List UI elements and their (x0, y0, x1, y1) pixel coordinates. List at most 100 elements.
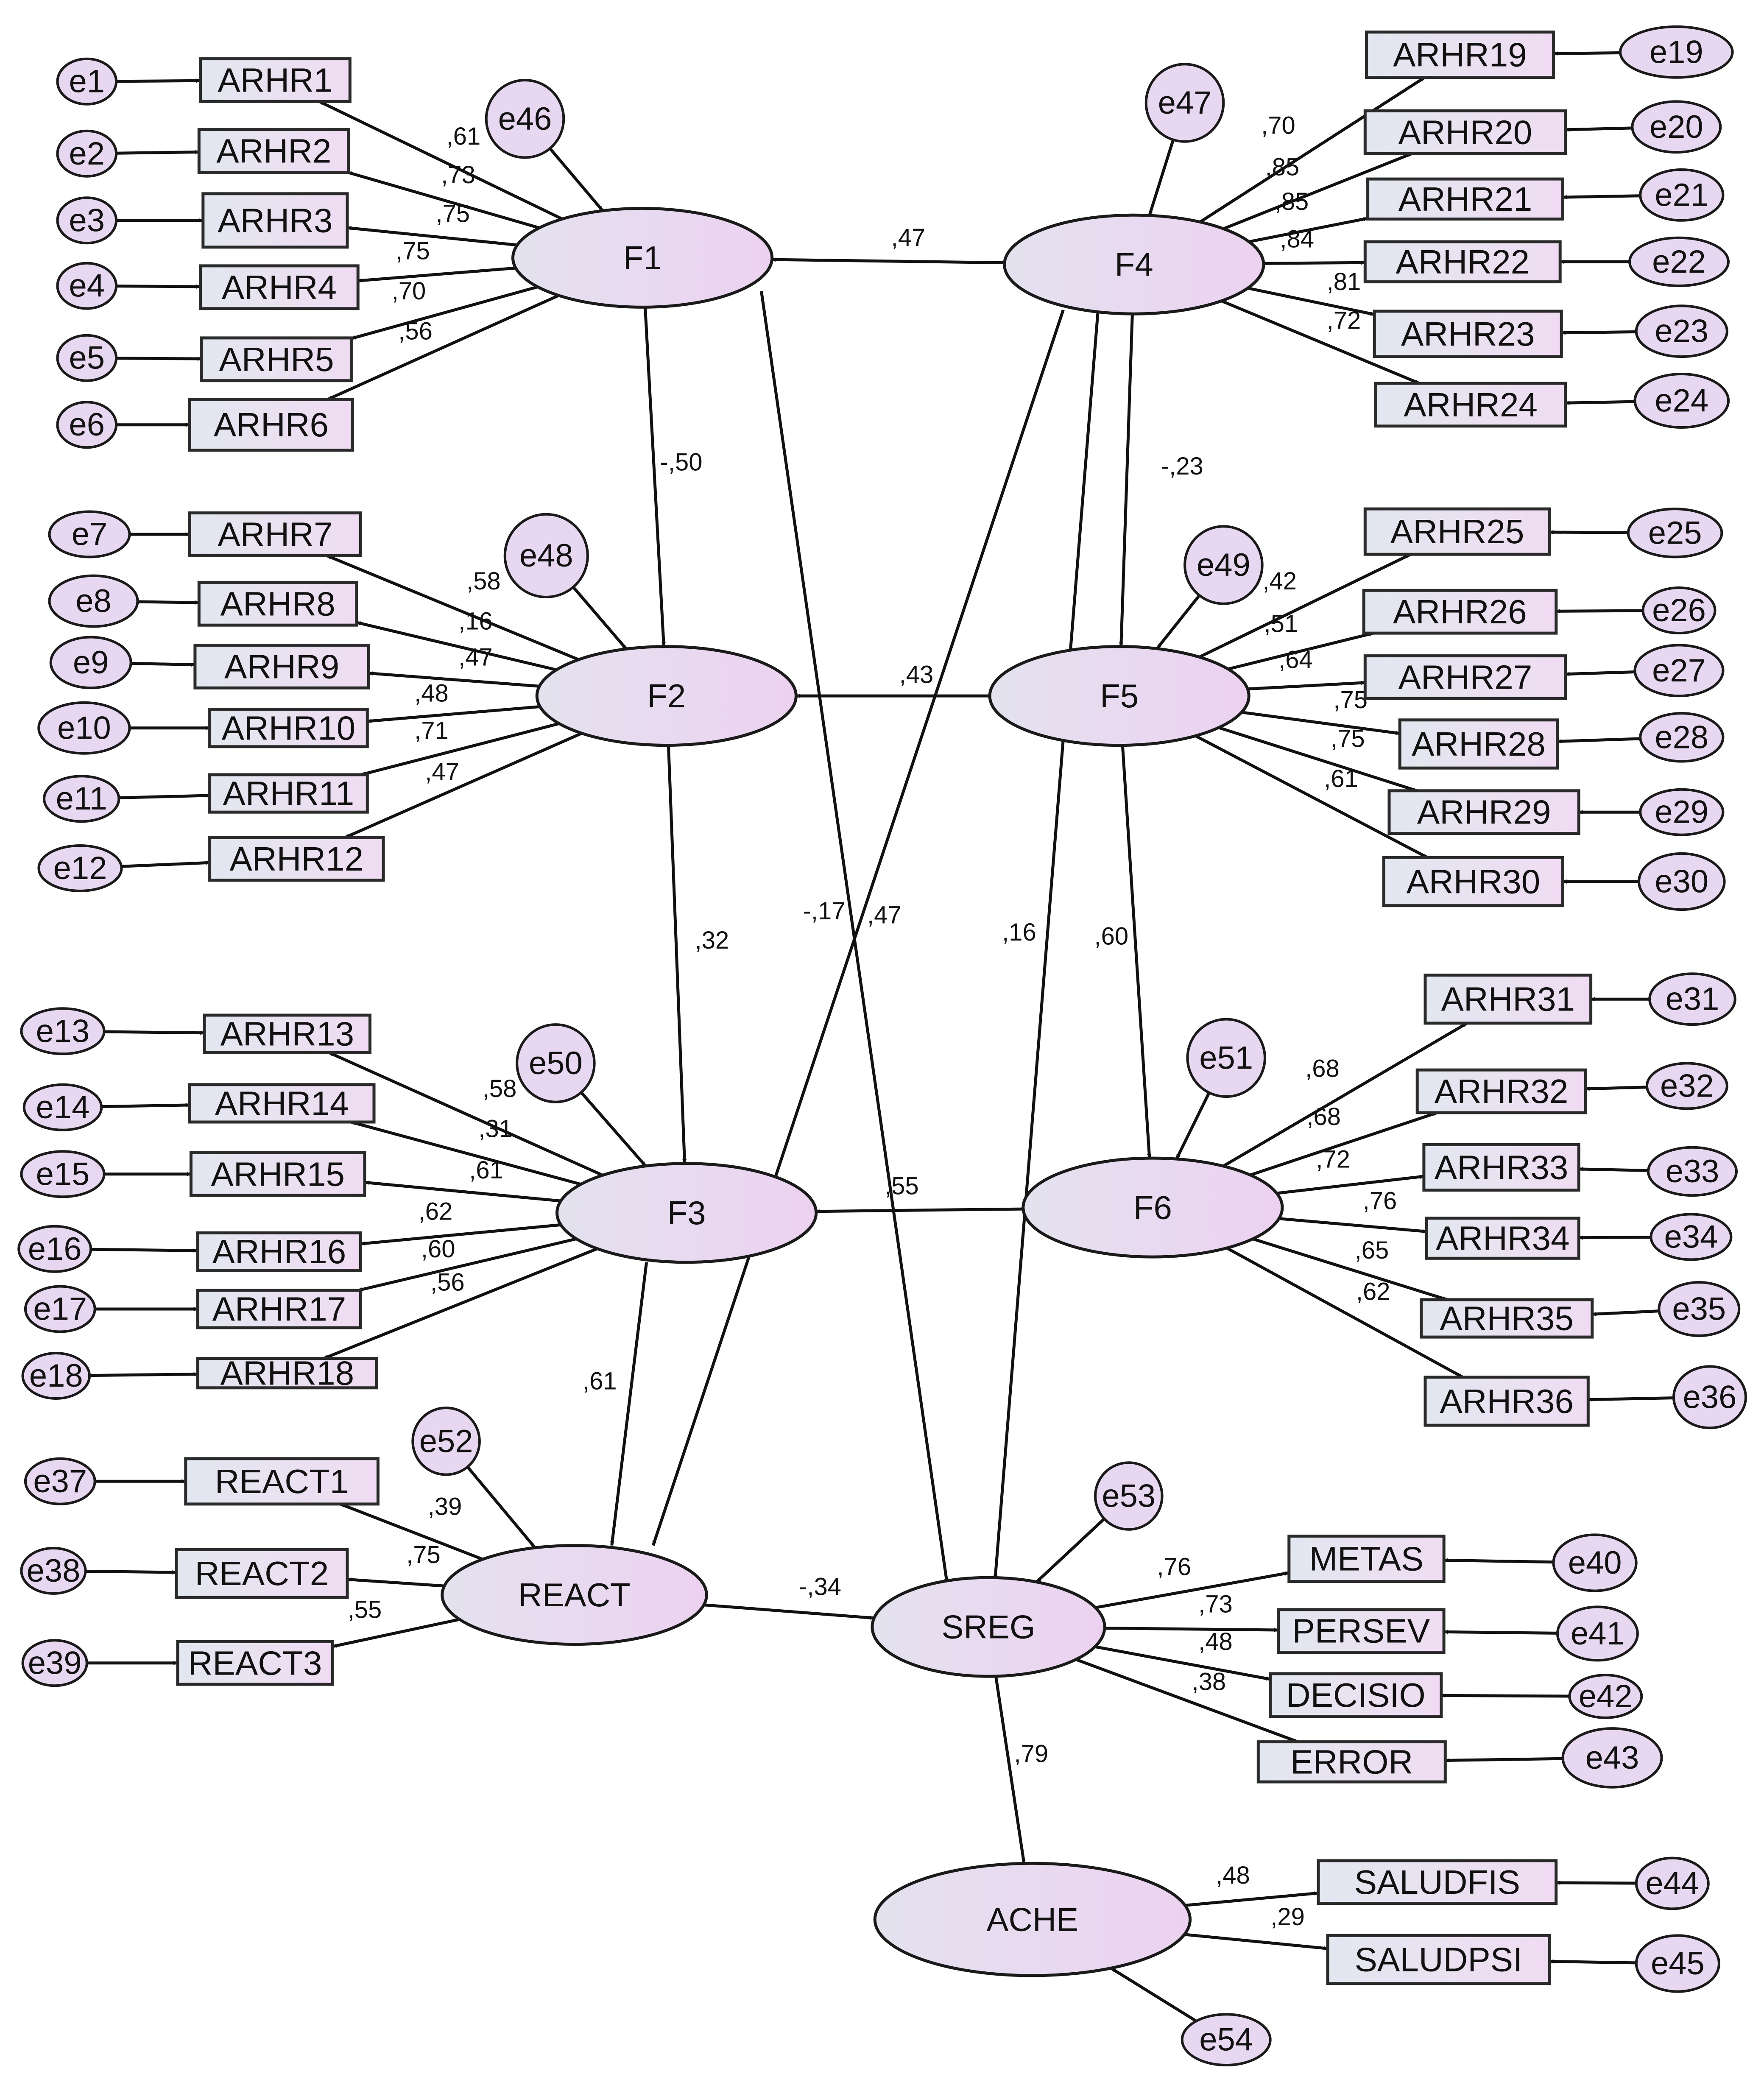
loading-arrow-f6-to-arhr31 (1223, 1022, 1468, 1167)
error-term-e16: e16 (17, 1225, 92, 1273)
error-term-shape (1619, 25, 1734, 79)
error-term-label: e26 (1652, 592, 1706, 628)
error-arrow-e9-to-arhr9 (131, 662, 195, 667)
indicator-arhr20: ARHR20 (1363, 109, 1567, 155)
latent-react: REACT (441, 1544, 708, 1646)
error-term-shape (1094, 1461, 1164, 1531)
error-arrow-e25-to-arhr25 (1549, 530, 1628, 535)
indicator-saludfis: SALUDFIS (1317, 1859, 1558, 1905)
error-arrow-e13-to-arhr13 (104, 1030, 205, 1035)
error-term-label: e12 (53, 850, 107, 886)
loading-arrow-react-to-react3 (332, 1618, 460, 1648)
error-term-label: e23 (1655, 313, 1708, 349)
error-term-shape (20, 1150, 106, 1198)
error-term-shape (1638, 852, 1726, 911)
loading-arrow-f6-to-arhr36 (1226, 1247, 1464, 1379)
indicator-arhr6: ARHR6 (188, 398, 354, 452)
indicator-box (1420, 1298, 1594, 1339)
error-term-shape (1635, 304, 1728, 358)
error-term-label: e15 (36, 1156, 90, 1192)
error-term-e54: e54 (1181, 2013, 1272, 2067)
error-arrow-e42-to-decisio (1441, 1693, 1570, 1698)
error-term-e38: e38 (20, 1546, 87, 1595)
latent-shape (1022, 1156, 1284, 1259)
loading-coefficient-arhr25: ,42 (1262, 567, 1297, 595)
indicator-label: ARHR25 (1390, 513, 1524, 550)
error-term-shape (1556, 1605, 1639, 1662)
error-term-label: e54 (1199, 2022, 1253, 2058)
loading-arrow-ache-to-saludpsi (1184, 1933, 1328, 1951)
error-term-shape (1641, 586, 1717, 634)
error-term-label: e29 (1655, 794, 1708, 830)
loading-arrow-sreg-to-error (1075, 1658, 1298, 1743)
error-term-e1: e1 (56, 57, 118, 106)
error-term-e18: e18 (21, 1352, 91, 1400)
indicator-label: ARHR19 (1393, 36, 1527, 74)
error-term-shape (1631, 100, 1722, 154)
indicator-label: ARHR17 (212, 1290, 346, 1328)
error-term-shape (1633, 373, 1730, 429)
loading-arrow-sreg-to-metas (1095, 1571, 1290, 1609)
indicator-box (196, 1231, 362, 1272)
indicator-arhr7: ARHR7 (188, 511, 362, 557)
loading-arrow-f2-to-arhr8 (356, 621, 557, 672)
indicator-box (189, 1151, 366, 1197)
error-term-label: e24 (1655, 383, 1708, 419)
error-term-e34: e34 (1650, 1213, 1733, 1261)
loading-arrow-f3-to-arhr18 (323, 1247, 598, 1360)
indicator-arhr11: ARHR11 (208, 773, 369, 814)
indicator-label: ARHR9 (224, 648, 339, 685)
latent-shape (871, 1576, 1106, 1678)
error-arrow-e43-to-error (1445, 1757, 1563, 1763)
error-term-e45: e45 (1635, 1934, 1720, 1993)
indicator-label: ARHR7 (218, 516, 332, 553)
error-term-shape (1672, 1365, 1747, 1429)
latent-label: F4 (1115, 246, 1153, 283)
loading-arrow-f4-to-arhr20 (1223, 152, 1412, 230)
loading-arrow-f4-to-arhr19 (1199, 76, 1426, 223)
indicator-arhr17: ARHR17 (196, 1289, 362, 1329)
loading-coefficient-arhr10: ,48 (414, 679, 449, 707)
loading-arrow-f6-to-arhr35 (1252, 1237, 1448, 1301)
path-coefficient-f4-react: -,17 (803, 897, 846, 925)
indicator-label: ARHR16 (212, 1233, 346, 1270)
indicator-saludpsi: SALUDPSI (1326, 1934, 1551, 1985)
error-term-shape (56, 57, 118, 106)
loading-coefficient-arhr30: ,61 (1324, 765, 1358, 793)
indicator-arhr8: ARHR8 (197, 581, 358, 627)
error-term-shape (56, 129, 118, 178)
error-term-e11: e11 (43, 775, 120, 823)
loading-coefficient-arhr15: ,61 (469, 1156, 503, 1184)
error-term-shape (1633, 644, 1725, 698)
path-coefficient-sreg-ache: ,79 (1014, 1740, 1048, 1767)
loading-arrow-f4-to-arhr23 (1247, 287, 1375, 316)
indicator-arhr5: ARHR5 (200, 336, 353, 382)
loading-coefficient-decisio: ,48 (1198, 1628, 1233, 1655)
indicator-label: ARHR22 (1396, 243, 1530, 281)
error-term-label: e36 (1683, 1379, 1737, 1415)
path-coefficient-f1-f2: -,50 (660, 448, 703, 476)
error-term-shape (24, 1285, 96, 1333)
loading-arrow-f4-to-arhr21 (1249, 217, 1368, 243)
loading-coefficient-persev: ,73 (1198, 1591, 1233, 1618)
indicator-arhr36: ARHR36 (1423, 1376, 1590, 1427)
error-term-e12: e12 (37, 844, 123, 892)
indicator-arhr35: ARHR35 (1420, 1298, 1594, 1339)
error-term-shape (1639, 168, 1725, 222)
error-term-label: e11 (56, 781, 107, 817)
loading-arrow-f2-to-arhr11 (360, 722, 560, 776)
loading-arrow-f2-to-arhr12 (344, 732, 583, 839)
error-arrow-e34-to-arhr34 (1578, 1235, 1651, 1240)
error-term-label: e41 (1571, 1616, 1624, 1652)
indicator-label: METAS (1309, 1540, 1424, 1578)
indicator-decisio: DECISIO (1269, 1672, 1443, 1718)
loading-coefficient-arhr23: ,81 (1327, 268, 1361, 296)
indicator-box (1423, 1376, 1590, 1427)
error-term-label: e13 (36, 1013, 90, 1049)
error-arrow-e51-to-f6 (1175, 1092, 1211, 1160)
loading-coefficient-arhr8: ,16 (458, 607, 493, 635)
error-term-label: e3 (69, 202, 105, 238)
indicator-box (176, 1640, 334, 1686)
error-term-e10: e10 (37, 701, 131, 755)
error-term-shape (1568, 1674, 1643, 1719)
